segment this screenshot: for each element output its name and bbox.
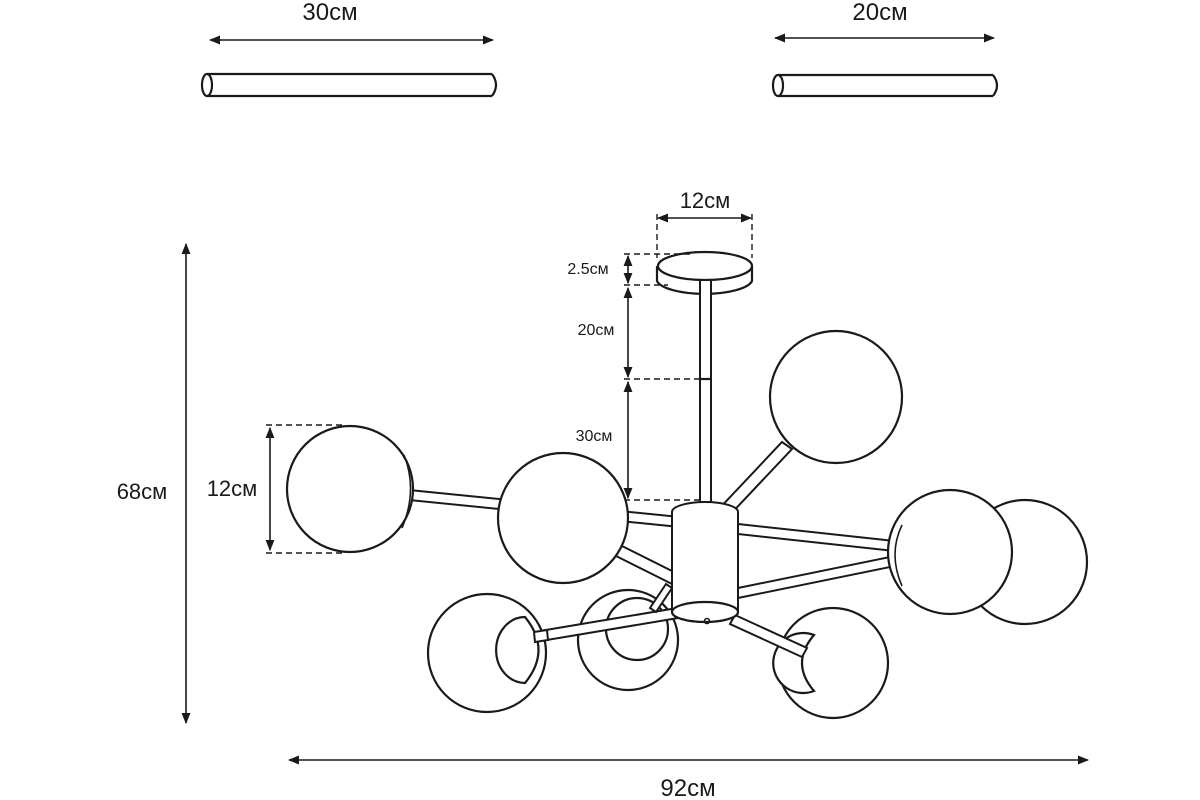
globe-right-socket xyxy=(894,524,903,587)
globe-diameter-dimension: 12см xyxy=(207,424,346,554)
arm-right-upper xyxy=(737,522,896,553)
rod-30-left-end xyxy=(200,72,214,98)
globe-center-left xyxy=(496,451,630,585)
stem-upper-label: 20см xyxy=(578,322,615,339)
globe-left xyxy=(285,424,415,554)
central-body-screw xyxy=(703,617,711,625)
chandelier xyxy=(285,250,1089,720)
rod-30-body xyxy=(207,72,492,98)
overall-height-label: 68см xyxy=(117,479,168,504)
rod-20-body xyxy=(778,73,993,98)
extension-rod-30: 30см xyxy=(200,0,498,98)
rod-20-label: 20см xyxy=(852,0,907,26)
rod-30-label: 30см xyxy=(302,0,357,26)
canopy-width-label: 12см xyxy=(680,188,731,213)
canopy-height-label: 2.5см xyxy=(567,261,608,278)
stem-lower-label: 30см xyxy=(576,428,613,445)
stem-dimensions: 2.5см 20см 30см xyxy=(567,253,712,501)
arm-right-lower xyxy=(737,554,896,600)
overall-height-dimension: 68см xyxy=(117,242,191,725)
globe-diameter-label: 12см xyxy=(207,476,258,501)
overall-width-label: 92см xyxy=(660,775,715,800)
rod-20-right-end xyxy=(992,74,999,97)
globe-right xyxy=(886,488,1014,616)
overall-width-dimension: 92см xyxy=(287,755,1090,800)
rod-30-right-end xyxy=(491,73,498,97)
arm-bottom-right xyxy=(728,613,809,659)
canopy-width-dimension: 12см xyxy=(656,188,753,258)
globe-upper-right xyxy=(768,329,904,465)
globe-left-socket xyxy=(401,454,412,529)
canopy-top xyxy=(656,250,754,282)
rod-20-left-end xyxy=(771,73,785,98)
extension-rod-20: 20см xyxy=(771,0,999,98)
stem-rod xyxy=(699,279,712,503)
globe-bottom-left-socket xyxy=(495,615,540,685)
arm-bottom-left-tip xyxy=(532,628,550,644)
